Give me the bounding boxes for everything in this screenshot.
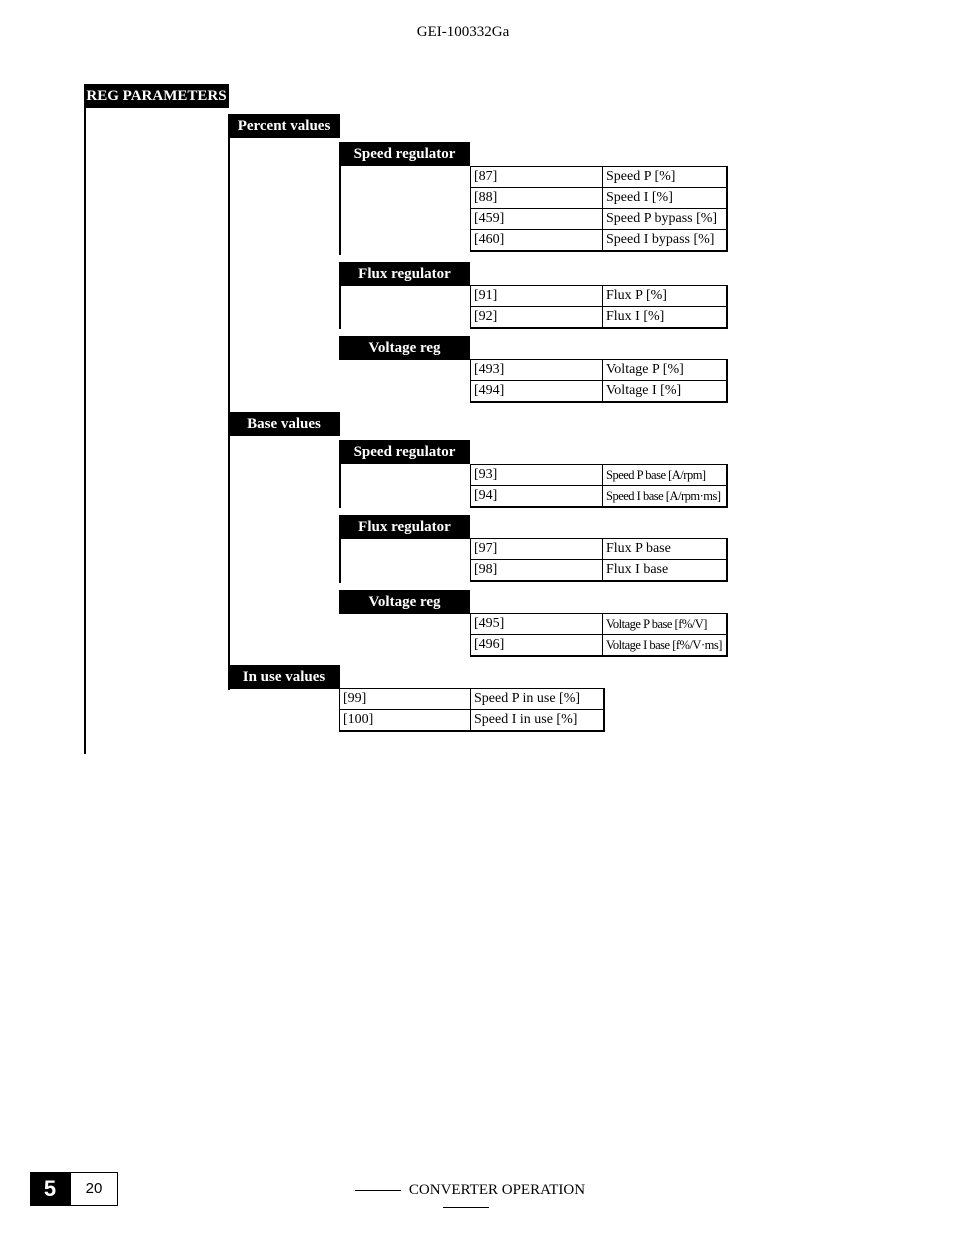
flux-regulator-header[interactable]: Flux regulator bbox=[339, 262, 470, 286]
table-row[interactable]: [496]Voltage I base [f%/V·ms] bbox=[470, 634, 728, 657]
parameter-table: [495]Voltage P base [f%/V] [496]Voltage … bbox=[470, 613, 728, 657]
parameter-name: Flux P base bbox=[602, 538, 728, 560]
table-row[interactable]: [98]Flux I base bbox=[470, 559, 728, 582]
table-row[interactable]: [88]Speed I [%] bbox=[470, 187, 728, 209]
percent-values-header[interactable]: Percent values bbox=[228, 114, 340, 138]
table-row[interactable]: [494]Voltage I [%] bbox=[470, 380, 728, 403]
parameter-name: Flux I base bbox=[602, 559, 728, 582]
parameter-name: Speed P in use [%] bbox=[470, 688, 605, 710]
page-number: 20 bbox=[70, 1172, 118, 1206]
parameter-number: [460] bbox=[470, 229, 603, 252]
parameter-name: Speed P base [A/rpm] bbox=[602, 464, 728, 486]
table-row[interactable]: [97]Flux P base bbox=[470, 538, 728, 560]
table-row[interactable]: [459]Speed P bypass [%] bbox=[470, 208, 728, 230]
parameter-name: Voltage P [%] bbox=[602, 359, 728, 381]
parameter-table: [493]Voltage P [%] [494]Voltage I [%] bbox=[470, 359, 728, 403]
parameter-name: Speed I base [A/rpm·ms] bbox=[602, 485, 728, 508]
parameter-table: [87]Speed P [%] [88]Speed I [%] [459]Spe… bbox=[470, 166, 728, 252]
parameter-table: [93]Speed P base [A/rpm] [94]Speed I bas… bbox=[470, 464, 728, 508]
parameter-number: [91] bbox=[470, 285, 603, 307]
parameter-name: Flux P [%] bbox=[602, 285, 728, 307]
parameter-number: [87] bbox=[470, 166, 603, 188]
in-use-values-header[interactable]: In use values bbox=[228, 665, 340, 689]
parameter-name: Speed I [%] bbox=[602, 187, 728, 209]
table-row[interactable]: [94]Speed I base [A/rpm·ms] bbox=[470, 485, 728, 508]
section-title: CONVERTER OPERATION bbox=[408, 1182, 586, 1198]
parameter-name: Speed I bypass [%] bbox=[602, 229, 728, 252]
document-id: GEI-100332Ga bbox=[416, 24, 510, 40]
base-values-header[interactable]: Base values bbox=[228, 412, 340, 436]
footer-rule-right bbox=[443, 1207, 489, 1209]
speed-reg-branch-line-2 bbox=[339, 440, 341, 508]
reg-parameters-header[interactable]: REG PARAMETERS bbox=[84, 84, 229, 108]
speed-regulator-header[interactable]: Speed regulator bbox=[339, 142, 470, 166]
voltage-reg-header[interactable]: Voltage reg bbox=[339, 590, 470, 614]
parameter-number: [88] bbox=[470, 187, 603, 209]
base-branch-line bbox=[228, 412, 230, 690]
table-row[interactable]: [91]Flux P [%] bbox=[470, 285, 728, 307]
parameter-table: [99]Speed P in use [%] [100]Speed I in u… bbox=[339, 688, 605, 732]
flux-reg-branch-line-2 bbox=[339, 515, 341, 583]
parameter-table: [97]Flux P base [98]Flux I base bbox=[470, 538, 728, 582]
parameter-name: Speed I in use [%] bbox=[470, 709, 605, 732]
table-row[interactable]: [100]Speed I in use [%] bbox=[339, 709, 605, 732]
table-row[interactable]: [460]Speed I bypass [%] bbox=[470, 229, 728, 252]
table-row[interactable]: [99]Speed P in use [%] bbox=[339, 688, 605, 710]
root-branch-line bbox=[84, 84, 86, 754]
parameter-number: [495] bbox=[470, 613, 603, 635]
parameter-number: [493] bbox=[470, 359, 603, 381]
table-row[interactable]: [92]Flux I [%] bbox=[470, 306, 728, 329]
parameter-name: Flux I [%] bbox=[602, 306, 728, 329]
parameter-number: [494] bbox=[470, 380, 603, 403]
parameter-number: [94] bbox=[470, 485, 603, 508]
parameter-name: Voltage P base [f%/V] bbox=[602, 613, 728, 635]
parameter-name: Speed P bypass [%] bbox=[602, 208, 728, 230]
speed-reg-branch-line-1 bbox=[339, 142, 341, 255]
flux-regulator-header[interactable]: Flux regulator bbox=[339, 515, 470, 539]
footer-section-title: CONVERTER OPERATION bbox=[320, 1182, 612, 1216]
parameter-number: [459] bbox=[470, 208, 603, 230]
parameter-table: [91]Flux P [%] [92]Flux I [%] bbox=[470, 285, 728, 329]
chapter-number: 5 bbox=[30, 1172, 70, 1206]
parameter-number: [100] bbox=[339, 709, 471, 732]
footer-rule-left bbox=[354, 1190, 401, 1192]
table-row[interactable]: [93]Speed P base [A/rpm] bbox=[470, 464, 728, 486]
parameter-name: Speed P [%] bbox=[602, 166, 728, 188]
voltage-reg-header[interactable]: Voltage reg bbox=[339, 336, 470, 360]
parameter-number: [92] bbox=[470, 306, 603, 329]
percent-branch-line bbox=[228, 114, 230, 412]
table-row[interactable]: [495]Voltage P base [f%/V] bbox=[470, 613, 728, 635]
table-row[interactable]: [87]Speed P [%] bbox=[470, 166, 728, 188]
parameter-number: [93] bbox=[470, 464, 603, 486]
flux-reg-branch-line-1 bbox=[339, 262, 341, 329]
parameter-name: Voltage I base [f%/V·ms] bbox=[602, 634, 728, 657]
parameter-number: [97] bbox=[470, 538, 603, 560]
parameter-number: [496] bbox=[470, 634, 603, 657]
parameter-name: Voltage I [%] bbox=[602, 380, 728, 403]
parameter-number: [99] bbox=[339, 688, 471, 710]
speed-regulator-header[interactable]: Speed regulator bbox=[339, 440, 470, 464]
parameter-number: [98] bbox=[470, 559, 603, 582]
table-row[interactable]: [493]Voltage P [%] bbox=[470, 359, 728, 381]
